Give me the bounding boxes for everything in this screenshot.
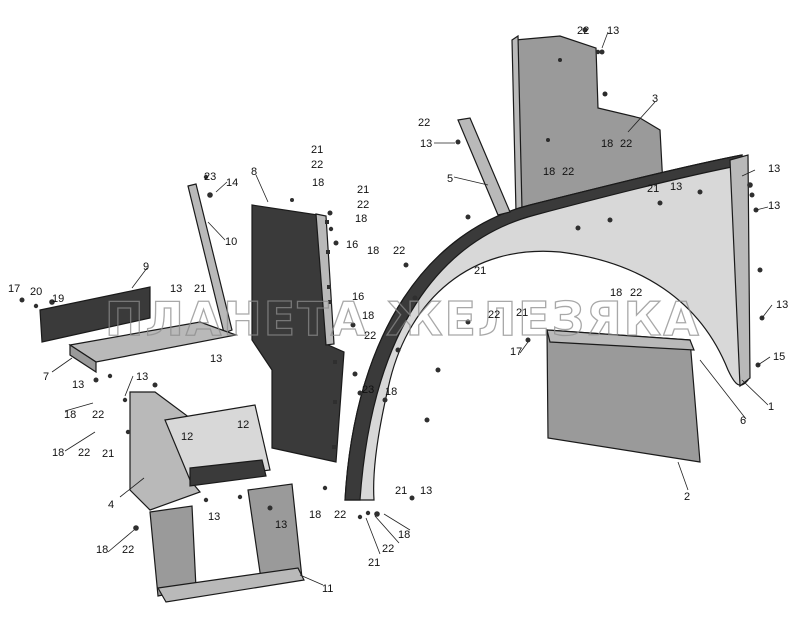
callout-22k: 22	[577, 25, 589, 37]
callout-21e: 21	[368, 557, 380, 569]
step-bar	[187, 183, 233, 334]
callout-13c: 13	[768, 163, 780, 175]
callout-14: 14	[226, 177, 238, 189]
callout-13d: 13	[768, 200, 780, 212]
callout-13k: 13	[275, 519, 287, 531]
callout-22e: 22	[92, 409, 104, 421]
callout-23b: 23	[362, 384, 374, 396]
callout-21d: 21	[102, 448, 114, 460]
callout-13h: 13	[72, 379, 84, 391]
callout-5: 5	[447, 173, 453, 185]
callout-13i: 13	[136, 371, 148, 383]
callout-13b: 13	[420, 138, 432, 150]
callout-21c: 21	[194, 283, 206, 295]
callout-18f: 18	[64, 409, 76, 421]
callout-13a: 13	[607, 25, 619, 37]
callout-22a: 22	[311, 159, 323, 171]
callout-18d: 18	[362, 310, 374, 322]
callout-22c: 22	[393, 245, 405, 257]
callout-22m: 22	[562, 166, 574, 178]
callout-8: 8	[251, 166, 257, 178]
callout-23a: 23	[204, 171, 216, 183]
callout-3: 3	[652, 93, 658, 105]
callout-2: 2	[684, 491, 690, 503]
callout-22l: 22	[620, 138, 632, 150]
callout-22n: 22	[488, 309, 500, 321]
mud-flap	[546, 329, 701, 463]
fender-arch	[344, 154, 751, 501]
callout-22i: 22	[382, 543, 394, 555]
fender-bracket	[457, 117, 511, 216]
callout-18k: 18	[601, 138, 613, 150]
upper-step-plate	[39, 286, 151, 343]
callout-13f: 13	[170, 283, 182, 295]
callout-9: 9	[143, 261, 149, 273]
callout-18a: 18	[312, 177, 324, 189]
callout-18h: 18	[96, 544, 108, 556]
callout-18g: 18	[52, 447, 64, 459]
callout-16a: 16	[346, 239, 358, 251]
callout-18m: 18	[610, 287, 622, 299]
callout-18c: 18	[367, 245, 379, 257]
callout-13l: 13	[420, 485, 432, 497]
callout-13g: 13	[210, 353, 222, 365]
callout-22o: 22	[630, 287, 642, 299]
callout-20: 20	[30, 286, 42, 298]
callout-22j: 22	[418, 117, 430, 129]
callout-7: 7	[43, 371, 49, 383]
callout-17a: 17	[8, 283, 20, 295]
callout-15: 15	[773, 351, 785, 363]
callout-labels: 1 2 3 4 5 6 7 8 9 10 11 12 12 13 13 13 1…	[8, 25, 788, 595]
callout-16b: 16	[352, 291, 364, 303]
callout-12b: 12	[237, 419, 249, 431]
callout-13e: 13	[776, 299, 788, 311]
callout-10: 10	[225, 236, 237, 248]
upper-step-tread	[68, 321, 239, 374]
callout-18b: 18	[355, 213, 367, 225]
callout-22b: 22	[357, 199, 369, 211]
callout-13m: 13	[670, 181, 682, 193]
callout-18e: 18	[385, 386, 397, 398]
leader-lines	[51, 31, 773, 586]
callout-13j: 13	[208, 511, 220, 523]
callout-12a: 12	[181, 431, 193, 443]
callout-6: 6	[740, 415, 746, 427]
callout-19: 19	[52, 293, 64, 305]
callout-18j: 18	[398, 529, 410, 541]
callout-18i: 18	[309, 509, 321, 521]
callout-22f: 22	[78, 447, 90, 459]
callout-1: 1	[768, 401, 774, 413]
watermark-text: ПЛАНЕТА ЖЕЛЕЗЯКА	[105, 292, 701, 346]
callout-4: 4	[108, 499, 114, 511]
callout-21g: 21	[474, 265, 486, 277]
bottom-step	[149, 483, 305, 603]
callout-21a: 21	[311, 144, 323, 156]
callout-22g: 22	[122, 544, 134, 556]
lower-step-frame	[129, 391, 271, 511]
callout-21b: 21	[357, 184, 369, 196]
callout-17b: 17	[510, 346, 522, 358]
callout-22h: 22	[334, 509, 346, 521]
callout-21h: 21	[516, 307, 528, 319]
callout-21i: 21	[647, 183, 659, 195]
callout-18l: 18	[543, 166, 555, 178]
callout-21f: 21	[395, 485, 407, 497]
callout-11: 11	[322, 583, 333, 595]
callout-22d: 22	[364, 330, 376, 342]
step-support	[251, 204, 345, 463]
